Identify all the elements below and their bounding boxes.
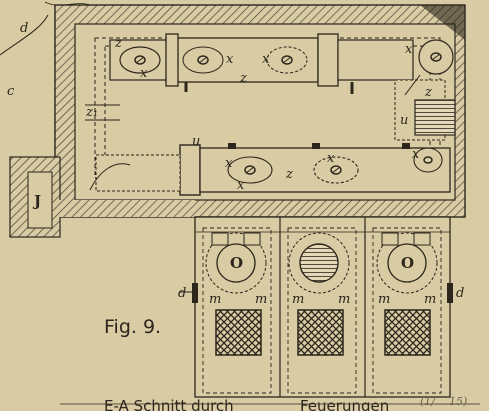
label-u-left: u	[192, 134, 200, 149]
label-J: J	[32, 192, 41, 210]
contour-line	[0, 14, 49, 56]
label-z1: z₁	[85, 105, 98, 120]
label-x-8: x	[237, 178, 245, 193]
label-x-1: x	[140, 66, 148, 81]
label-m-4: m	[338, 292, 350, 307]
label-z-top-left: z	[114, 36, 122, 51]
label-O-1: O	[230, 254, 243, 272]
furnace-block	[180, 216, 453, 398]
figure-label: Fig. 9.	[104, 316, 161, 338]
label-c: c	[7, 84, 15, 99]
label-m-1: m	[209, 292, 221, 307]
label-x-4: x	[405, 42, 413, 57]
label-d-left: d	[178, 286, 186, 301]
label-d-right: d	[456, 286, 464, 301]
label-m-3: m	[292, 292, 304, 307]
label-z-upper: z	[239, 71, 247, 86]
label-O-3: O	[401, 254, 414, 272]
label-d-top: d	[20, 21, 28, 36]
figure-caption: E-A Schnitt durch	[104, 397, 234, 411]
label-x-5: x	[225, 156, 233, 171]
label-z-lower: z	[285, 167, 293, 182]
right-connector	[394, 74, 456, 141]
label-x-7: x	[412, 147, 420, 162]
label-x-2: x	[226, 52, 234, 67]
label-z-right: z	[424, 85, 432, 100]
label-x-3: x	[262, 52, 270, 67]
labels: d c z x x x x z z u z₁ u x x x x z J O O…	[7, 21, 467, 411]
label-m-6: m	[424, 292, 436, 307]
label-m-5: m	[378, 292, 390, 307]
label-m-2: m	[255, 292, 267, 307]
figure-caption-extra: Feuerungen	[300, 397, 389, 411]
scale-note: (1/... 15)	[420, 395, 467, 408]
label-u-right: u	[400, 113, 408, 128]
lower-drum	[85, 104, 451, 196]
upper-drum	[109, 33, 454, 94]
label-x-6: x	[327, 151, 335, 166]
